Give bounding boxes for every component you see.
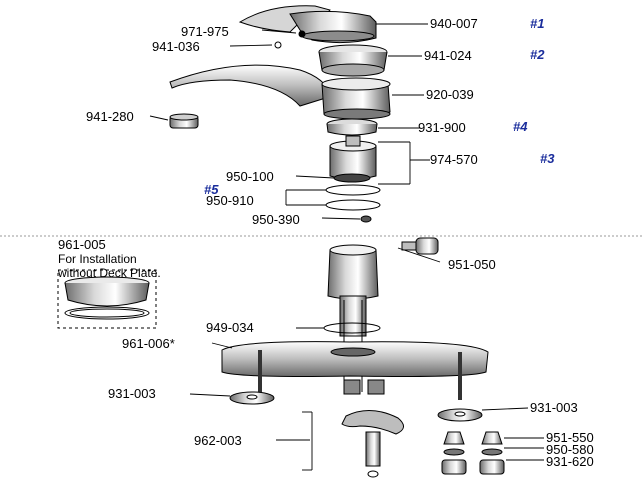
label-941-280: 941-280 — [86, 109, 134, 124]
label-962-003: 962-003 — [194, 433, 242, 448]
aerator-941-280 — [169, 113, 199, 129]
leader-lines — [0, 23, 642, 471]
label-941-036: 941-036 — [152, 39, 200, 54]
o-ring-950-910-top — [325, 184, 381, 196]
handle-940-007 — [238, 5, 377, 44]
seal-950-100 — [333, 173, 371, 183]
cartridge-974-570 — [329, 135, 377, 180]
label-931-900: 931-900 — [418, 120, 466, 135]
o-ring-950-910-bottom — [325, 199, 381, 211]
clip-962-003 — [341, 410, 404, 435]
nut-931-003-right — [437, 408, 483, 422]
label-931-620: 931-620 — [546, 454, 594, 469]
nut-931-620-left — [441, 459, 467, 475]
label-961-005: 961-005 — [58, 237, 106, 252]
washer-950-580-left — [443, 448, 465, 456]
nut-931-620-right — [479, 459, 505, 475]
nut-931-900 — [326, 118, 378, 136]
screw-971-975 — [298, 30, 306, 38]
pin-941-036 — [274, 41, 282, 49]
cap-941-024 — [318, 44, 388, 77]
label-920-039: 920-039 — [426, 87, 474, 102]
label-951-050: 951-050 — [448, 257, 496, 272]
ref-5: #5 — [204, 182, 219, 197]
label-950-100: 950-100 — [226, 169, 274, 184]
deck-plate-961-006 — [221, 341, 489, 377]
label-940-007: 940-007 — [430, 16, 478, 31]
label-949-034: 949-034 — [206, 320, 254, 335]
label-941-024: 941-024 — [424, 48, 472, 63]
label-961-006: 961-006* — [122, 336, 175, 351]
ref-2: #2 — [530, 47, 545, 62]
fitting-951-050 — [401, 237, 439, 255]
fitting-951-550-right — [481, 431, 503, 445]
label-931-003-left: 931-003 — [108, 386, 156, 401]
label-971-975: 971-975 — [181, 24, 229, 39]
label-950-910: 950-910 — [206, 193, 254, 208]
installation-note-line1: For Installation — [58, 252, 137, 266]
rod-962-003 — [365, 431, 381, 467]
spout-920-039 — [169, 64, 391, 120]
end-962-003 — [367, 470, 379, 478]
deck-plate-alt-box — [57, 269, 157, 329]
fitting-951-550-left — [443, 431, 465, 445]
installation-note-line2: without Deck Plate. — [58, 266, 161, 280]
label-951-550: 951-550 — [546, 430, 594, 445]
label-974-570: 974-570 — [430, 152, 478, 167]
label-931-003-right: 931-003 — [530, 400, 578, 415]
mounting-studs — [258, 350, 462, 400]
ref-3: #3 — [540, 151, 555, 166]
o-ring-950-390 — [360, 215, 372, 223]
label-950-580: 950-580 — [546, 442, 594, 457]
escutcheon-961-005 — [64, 276, 150, 320]
nut-931-003-left — [229, 391, 275, 405]
ref-4: #4 — [513, 119, 528, 134]
washer-950-580-right — [481, 448, 503, 456]
label-950-390: 950-390 — [252, 212, 300, 227]
installation-note: For Installation without Deck Plate. — [58, 252, 161, 280]
ref-1: #1 — [530, 16, 545, 31]
